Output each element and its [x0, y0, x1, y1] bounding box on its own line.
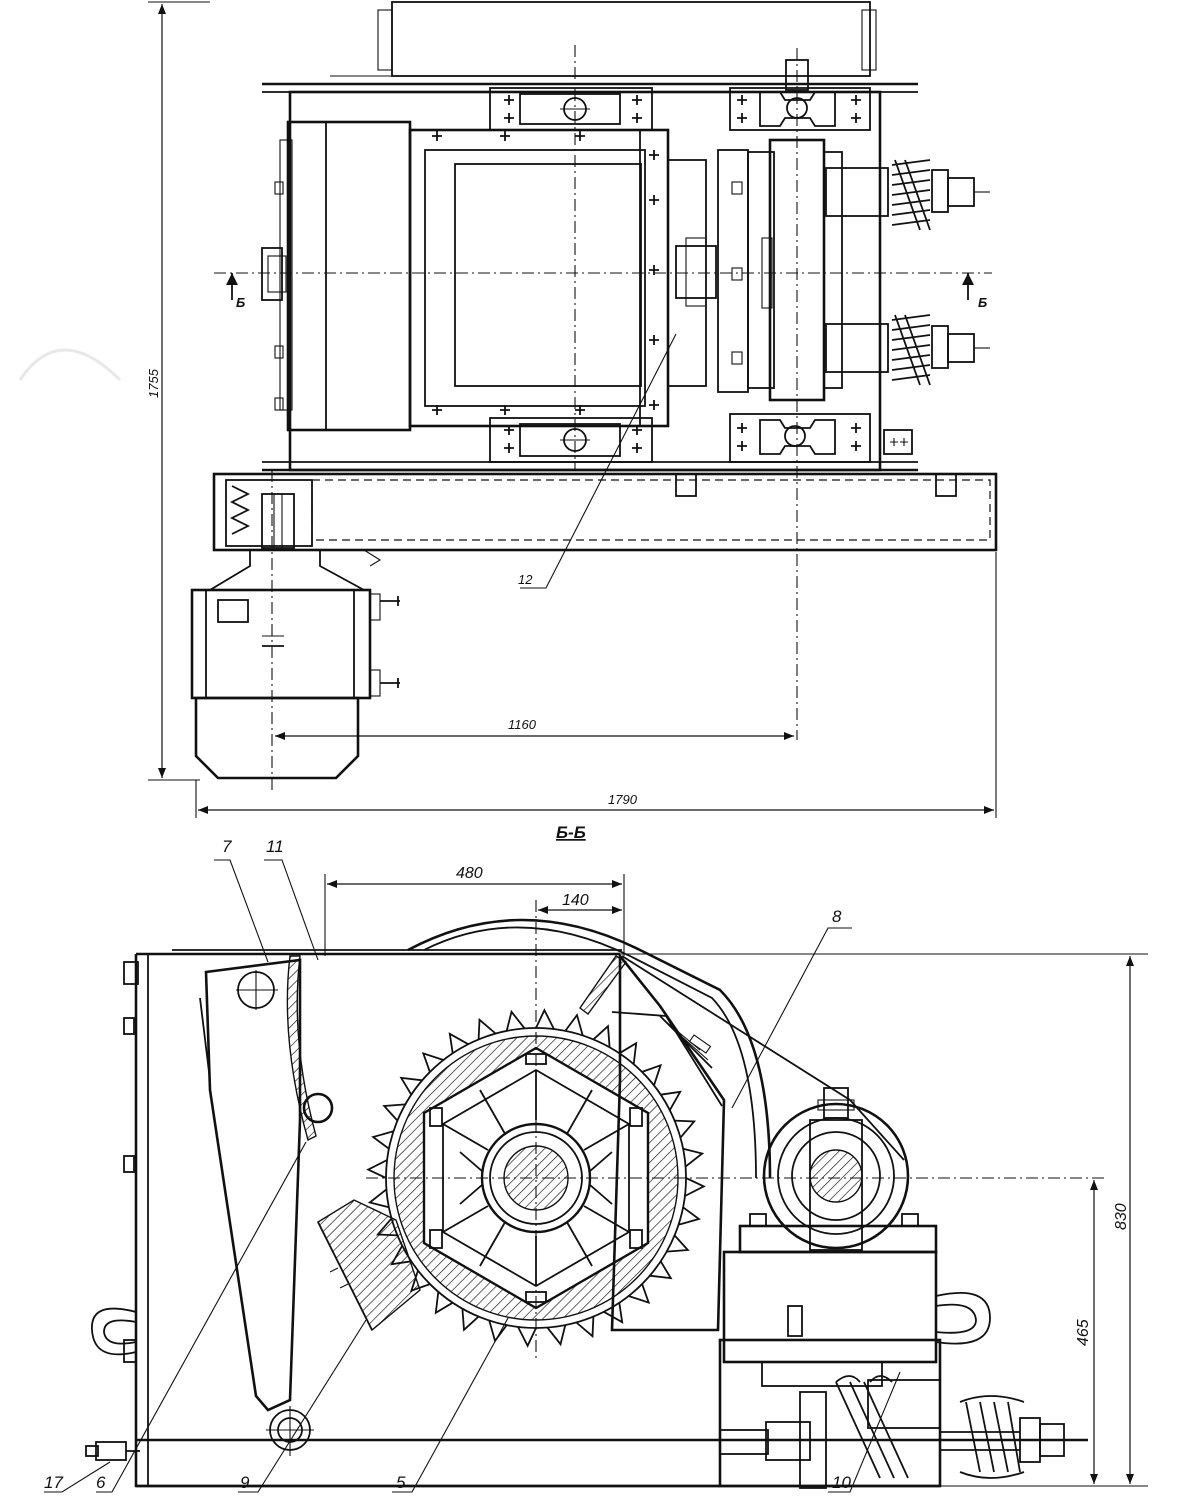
- section-view: 480 140 830 465 7 11 8 17 6 9 5 10: [44, 837, 1148, 1493]
- dim-section-top-width: 480: [456, 865, 483, 882]
- dim-plan-inner-width: 1160: [508, 717, 537, 732]
- dim-section-axis-height: 465: [1075, 1319, 1092, 1346]
- rotor-tooth: [546, 1324, 567, 1347]
- rotor-tooth: [505, 1009, 526, 1032]
- rotor-tooth: [660, 1090, 682, 1111]
- rotor-tooth: [367, 1188, 390, 1209]
- rotor-tooth: [564, 1013, 584, 1036]
- bearing-housing: [738, 1087, 938, 1254]
- rotor-tooth: [448, 1032, 469, 1054]
- dim-section-height: 830: [1113, 1203, 1130, 1230]
- spring-assembly-section: [718, 1338, 1065, 1489]
- rotor-tooth: [666, 1234, 690, 1253]
- rotor-tooth: [517, 1326, 537, 1348]
- callout-11: 11: [266, 837, 284, 856]
- spring-upper-plan: [825, 159, 990, 231]
- rotor-tooth: [375, 1217, 398, 1237]
- rotor-tooth: [684, 1177, 706, 1197]
- callout-9: 9: [240, 1473, 250, 1492]
- rotor-tooth: [592, 1024, 611, 1048]
- plan-view: Б Б 12 1755 1160 1790: [18, 1, 998, 818]
- rotor-tooth: [649, 1260, 673, 1280]
- dim-plan-height: 1755: [146, 368, 161, 398]
- section-arrow-left-label: Б: [236, 295, 245, 310]
- rotor-tooth: [641, 1063, 663, 1086]
- rotor-tooth: [461, 1308, 480, 1332]
- rotor-tooth: [399, 1076, 423, 1096]
- rotor-tooth: [477, 1017, 497, 1040]
- rotor-tooth: [682, 1147, 705, 1168]
- rotor-tooth: [575, 1316, 595, 1339]
- rotor-tooth: [390, 1245, 412, 1266]
- dim-section-offset: 140: [562, 892, 589, 909]
- callout-6: 6: [96, 1473, 106, 1492]
- section-title: Б-Б: [556, 823, 586, 842]
- callout-17: 17: [44, 1473, 63, 1492]
- rotor-tooth: [421, 1051, 444, 1073]
- dim-plan-total-width: 1790: [608, 792, 638, 807]
- section-arrow-right-label: Б: [978, 295, 987, 310]
- callout-5: 5: [396, 1473, 406, 1492]
- rotor-tooth: [371, 1130, 394, 1150]
- rotor-tooth: [603, 1302, 624, 1324]
- rotor-tooth: [382, 1103, 406, 1122]
- rotor-tooth: [674, 1119, 697, 1139]
- rotor-tooth: [366, 1159, 388, 1179]
- callout-10: 10: [832, 1473, 851, 1492]
- spring-lower-plan: [825, 314, 990, 386]
- rotor-tooth: [409, 1270, 431, 1293]
- rotor-tooth: [678, 1206, 701, 1226]
- callout-8: 8: [832, 907, 842, 926]
- callout-12: 12: [518, 572, 533, 587]
- rotor-tooth: [535, 1008, 555, 1030]
- callout-7: 7: [222, 837, 232, 856]
- rotor-tooth: [434, 1291, 454, 1315]
- rotor-tooth: [618, 1041, 638, 1065]
- rotor-tooth: [628, 1283, 651, 1305]
